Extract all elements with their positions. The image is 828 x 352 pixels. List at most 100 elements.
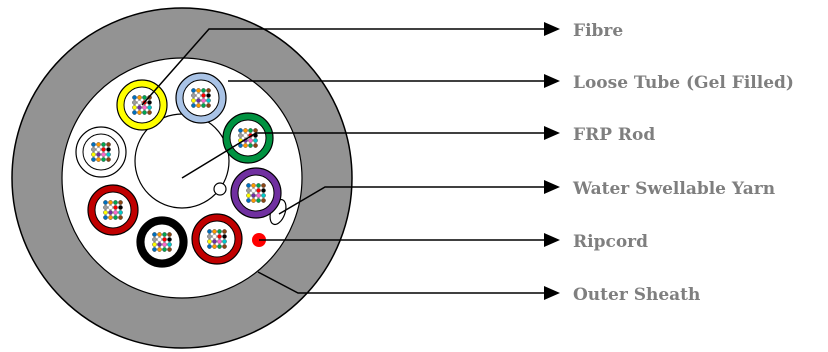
fibre: [162, 242, 167, 247]
fibre: [206, 98, 211, 103]
fibre: [132, 100, 137, 105]
fibre: [251, 198, 256, 203]
fibre: [103, 205, 108, 210]
fibre: [207, 234, 212, 239]
arrow-ripcord: [544, 233, 560, 247]
leader-outer-sheath: [257, 271, 545, 294]
label-frp-rod: FRP Rod: [573, 125, 655, 145]
fibre: [248, 128, 253, 133]
fibre: [251, 193, 256, 198]
fibre: [132, 110, 137, 115]
fibre: [253, 138, 258, 143]
fibre: [118, 200, 123, 205]
fibre: [137, 105, 142, 110]
loose-tube-purple: [230, 167, 282, 219]
fibre: [212, 229, 217, 234]
fibre: [196, 93, 201, 98]
fibre: [207, 239, 212, 244]
fibre: [248, 143, 253, 148]
leader-water-swellable-yarn: [278, 186, 545, 215]
fibre: [243, 133, 248, 138]
fibre: [217, 229, 222, 234]
fibre: [201, 93, 206, 98]
arrow-loose-tube: [544, 74, 560, 88]
fibre: [142, 110, 147, 115]
fibre: [248, 138, 253, 143]
fibre: [167, 247, 172, 252]
fibre: [196, 88, 201, 93]
fibre: [206, 103, 211, 108]
fibre: [113, 210, 118, 215]
fibre: [118, 215, 123, 220]
fibre: [251, 188, 256, 193]
fibre: [246, 193, 251, 198]
fibre: [113, 200, 118, 205]
fibre: [201, 88, 206, 93]
fibre: [152, 237, 157, 242]
tube-gel: [198, 220, 236, 258]
loose-tube-black: [136, 216, 188, 268]
fibre: [222, 239, 227, 244]
fibre: [261, 198, 266, 203]
fibre: [217, 239, 222, 244]
fibre: [118, 205, 123, 210]
water-swellable-yarn-small: [213, 182, 227, 196]
fibre: [217, 234, 222, 239]
fibre: [167, 242, 172, 247]
fibre: [137, 95, 142, 100]
fibre: [108, 205, 113, 210]
fibre: [261, 193, 266, 198]
fibre: [103, 210, 108, 215]
fibre: [207, 244, 212, 249]
fibre: [222, 234, 227, 239]
fibre: [167, 237, 172, 242]
fibre: [243, 128, 248, 133]
fibre: [91, 142, 96, 147]
fibre: [147, 100, 152, 105]
fibre: [167, 232, 172, 237]
fibre: [256, 198, 261, 203]
label-water-swellable-yarn: Water Swellable Yarn: [572, 179, 775, 199]
tube-gel: [143, 223, 181, 261]
fibre: [207, 229, 212, 234]
label-outer-sheath: Outer Sheath: [573, 285, 700, 305]
fibre: [152, 247, 157, 252]
fibre: [191, 98, 196, 103]
fibre: [238, 133, 243, 138]
fibre: [217, 244, 222, 249]
leader-frp-rod: [181, 132, 545, 179]
tube-gel: [237, 174, 275, 212]
arrowheads: [544, 22, 560, 300]
fibre: [91, 147, 96, 152]
fibre: [113, 205, 118, 210]
fibre: [191, 88, 196, 93]
loose-tube-red: [87, 184, 139, 236]
fibre: [118, 210, 123, 215]
leader-fibre: [141, 28, 545, 106]
fibre: [132, 105, 137, 110]
fibre: [103, 200, 108, 205]
loose-tube-white: [75, 126, 127, 178]
fibre: [157, 242, 162, 247]
fibre: [212, 239, 217, 244]
fibre: [91, 157, 96, 162]
fibre: [157, 237, 162, 242]
fibre: [113, 215, 118, 220]
fibre: [147, 110, 152, 115]
fibre: [101, 142, 106, 147]
fibre: [103, 215, 108, 220]
arrow-frp-rod: [544, 126, 560, 140]
fibre: [91, 152, 96, 157]
fibre: [243, 143, 248, 148]
fibre: [256, 193, 261, 198]
fibre: [162, 237, 167, 242]
fibre: [253, 143, 258, 148]
fibre: [106, 147, 111, 152]
fibre: [201, 103, 206, 108]
fibre: [147, 105, 152, 110]
tube-gel: [82, 133, 120, 171]
fibre: [256, 183, 261, 188]
arrow-water-swellable-yarn: [544, 180, 560, 194]
fibre: [101, 147, 106, 152]
fibre: [162, 232, 167, 237]
